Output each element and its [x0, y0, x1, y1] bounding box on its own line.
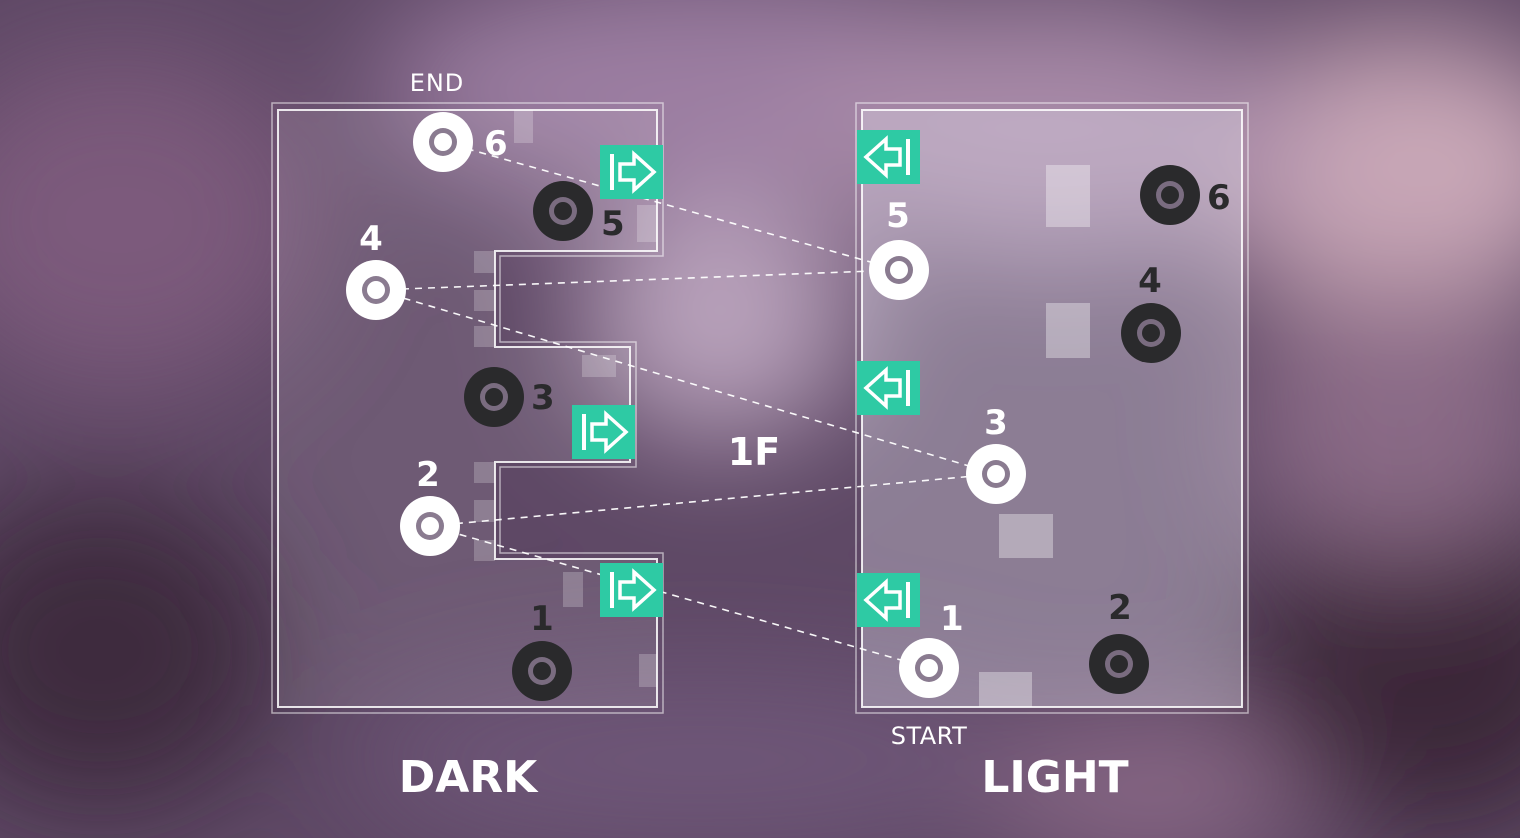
ring-node-core — [533, 662, 551, 680]
dark-node-2[interactable]: 2 — [400, 455, 460, 556]
dark-panel-outline-outer — [271, 102, 664, 714]
node-number: 6 — [484, 124, 508, 164]
arrow-right-icon — [582, 410, 629, 454]
node-number: 3 — [984, 403, 1008, 443]
path-link — [375, 289, 997, 475]
light-node-5[interactable]: 5 — [869, 196, 929, 300]
arrow-right-icon — [610, 568, 657, 612]
dark-panel-outline-inner — [277, 109, 658, 708]
arrow-left-icon — [863, 578, 910, 622]
light-node-3[interactable]: 3 — [966, 403, 1026, 504]
dark-node-5[interactable]: 5 — [533, 181, 625, 244]
node-number: 1 — [530, 599, 554, 639]
light-node-6[interactable]: 6 — [1140, 165, 1231, 225]
ring-node-core — [485, 388, 503, 406]
portal-right[interactable] — [572, 405, 635, 459]
nodes: 1 2 3 4 5 6 1 2 3 4 5 6 — [346, 112, 1231, 701]
ring-node-core — [1142, 324, 1160, 342]
ring-node-core — [1161, 186, 1179, 204]
node-number: 6 — [1207, 178, 1231, 218]
node-number: 4 — [1138, 261, 1162, 301]
ring-node-core — [434, 133, 452, 151]
path-link — [429, 473, 997, 527]
portal-right[interactable] — [600, 145, 663, 199]
portal-left[interactable] — [857, 130, 920, 184]
ring-node-core — [987, 465, 1005, 483]
portal-right[interactable] — [600, 563, 663, 617]
start-label: START — [891, 722, 968, 750]
arrow-right-icon — [610, 150, 657, 194]
ring-node-core — [554, 202, 572, 220]
ring-node-core — [890, 261, 908, 279]
ring-node-core — [1110, 655, 1128, 673]
node-number: 1 — [940, 599, 964, 639]
ring-node-core — [421, 517, 439, 535]
node-number: 2 — [416, 455, 440, 495]
path-links — [375, 141, 997, 669]
portal-left[interactable] — [857, 573, 920, 627]
arrow-left-icon — [863, 366, 910, 410]
arrow-left-icon — [863, 135, 910, 179]
dark-node-6[interactable]: 6 — [413, 112, 508, 172]
ring-node-core — [367, 281, 385, 299]
dark-node-4[interactable]: 4 — [346, 219, 406, 320]
node-number: 2 — [1108, 588, 1132, 628]
path-link — [375, 269, 900, 291]
light-node-2[interactable]: 2 — [1089, 588, 1149, 694]
light-node-4[interactable]: 4 — [1121, 261, 1181, 363]
dark-node-1[interactable]: 1 — [512, 599, 572, 701]
dark-node-3[interactable]: 3 — [464, 367, 555, 427]
light-panel-title: LIGHT — [981, 752, 1128, 803]
light-wall-blocks — [979, 165, 1090, 707]
path-link — [442, 141, 900, 271]
floor-label: 1F — [728, 430, 780, 474]
node-number: 5 — [601, 204, 625, 244]
light-panel-outline-outer — [855, 102, 1249, 714]
node-number: 4 — [359, 219, 383, 259]
ring-node-core — [920, 659, 938, 677]
end-label: END — [410, 69, 465, 97]
portals — [572, 130, 920, 627]
dark-panel-title: DARK — [399, 752, 539, 803]
node-number: 3 — [531, 378, 555, 418]
path-link — [429, 525, 930, 669]
node-number: 5 — [886, 196, 910, 236]
portal-left[interactable] — [857, 361, 920, 415]
dark-wall-blocks — [474, 110, 657, 687]
light-node-1[interactable]: 1 — [899, 599, 964, 698]
